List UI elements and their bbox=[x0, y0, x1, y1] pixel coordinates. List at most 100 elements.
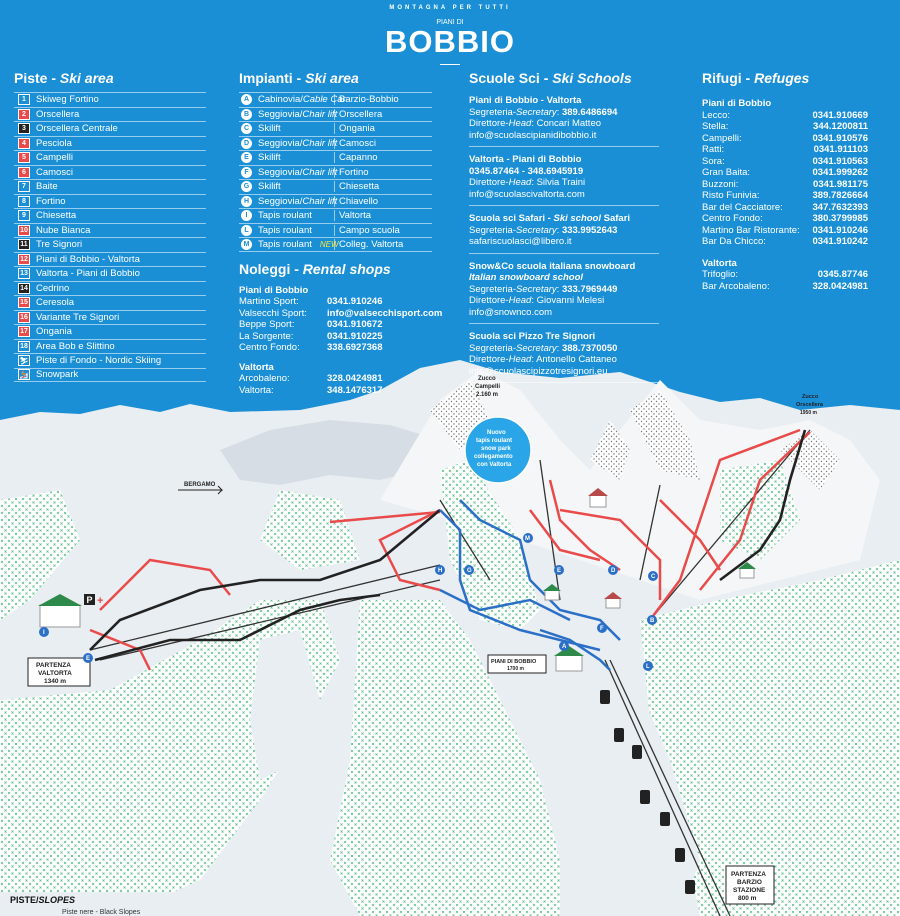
contact-value: 380.3799985 bbox=[812, 213, 868, 224]
school-title: Piani di Bobbio - Valtorta bbox=[469, 95, 582, 106]
school-line: info@scuolascipizzotresignori.eu bbox=[469, 365, 608, 377]
contact-row: Stella: 344.1200811 bbox=[702, 121, 868, 133]
noleggi-heading: Noleggi - Rental shops bbox=[239, 260, 391, 277]
svg-text:1700 m: 1700 m bbox=[507, 666, 525, 672]
svg-text:snow park: snow park bbox=[481, 446, 511, 452]
school-subtitle: Italian snowboard school bbox=[469, 272, 584, 283]
svg-text:PARTENZA: PARTENZA bbox=[36, 662, 71, 669]
black-pistes bbox=[89, 429, 807, 662]
bergamo-arrow-icon bbox=[178, 485, 224, 495]
lift-code-badge: C bbox=[241, 123, 252, 135]
contact-name: Risto Funivia: bbox=[702, 190, 760, 201]
lift-type: Seggiovia/Chair lift bbox=[258, 108, 338, 120]
parking-icon bbox=[84, 594, 95, 605]
piste-number-badge: 16 bbox=[18, 311, 30, 323]
piste-number-badge: 7 bbox=[18, 181, 30, 193]
piste-number-badge: 2 bbox=[18, 108, 30, 120]
lift-destination: Barzio-Bobbio bbox=[334, 94, 432, 106]
lift-code-badge: M bbox=[241, 238, 252, 250]
contact-name: Lecco: bbox=[702, 109, 730, 121]
peak-campelli-altitude: 2.160 m bbox=[476, 392, 498, 398]
svg-text:collegamento: collegamento bbox=[474, 454, 513, 460]
piste-number-badge: 1 bbox=[18, 94, 30, 106]
contact-name: Valsecchi Sport: bbox=[239, 307, 307, 319]
contact-row: Valtorta:348.1476317 bbox=[239, 385, 442, 397]
lift-destination: Campo scuola bbox=[334, 224, 432, 236]
school-line: Direttore-Head: Giovanni Melesi bbox=[469, 295, 605, 306]
rifugi-heading: Rifugi - Refuges bbox=[702, 70, 810, 86]
lift-code-badge: E bbox=[241, 152, 252, 164]
piste-label: Piste di Fondo - Nordic Skiing bbox=[36, 355, 162, 367]
contact-name: Gran Baita: bbox=[702, 167, 751, 178]
forest-left bbox=[0, 490, 80, 620]
contact-name: Buzzoni: bbox=[702, 178, 739, 190]
piste-row: ⛷Piste di Fondo - Nordic Skiing bbox=[14, 353, 206, 368]
piste-label: Ceresola bbox=[36, 297, 75, 309]
contact-row: Centro Fondo:338.6927368 bbox=[239, 342, 442, 354]
contact-value: 0341.999262 bbox=[812, 167, 868, 178]
lift-type: Seggiovia/Chair lift bbox=[258, 195, 338, 207]
piste-number-badge: 18 bbox=[18, 340, 30, 352]
forest-right bbox=[640, 560, 900, 916]
piste-label: Skiweg Fortino bbox=[36, 94, 99, 106]
contact-row: Bar Arcobaleno:328.0424981 bbox=[702, 281, 868, 293]
svg-text:con Valtorta: con Valtorta bbox=[477, 462, 512, 468]
peak-campelli-name: Campelli bbox=[475, 384, 500, 390]
contact-name: Martino Bar Ristorante: bbox=[702, 224, 800, 236]
piste-number-badge: 6 bbox=[18, 166, 30, 178]
school-line: Direttore-Head: Silvia Traini bbox=[469, 177, 586, 188]
contact-name: Beppe Sport: bbox=[239, 319, 295, 330]
svg-text:BARZIO: BARZIO bbox=[737, 879, 762, 886]
lift-destination: Ongania bbox=[334, 123, 432, 135]
piste-number-badge: 10 bbox=[18, 224, 30, 236]
contact-name: Stella: bbox=[702, 121, 729, 132]
piste-number-badge: 11 bbox=[18, 239, 30, 251]
svg-text:B: B bbox=[650, 618, 655, 624]
svg-text:E: E bbox=[86, 656, 90, 662]
contact-row: Beppe Sport:0341.910672 bbox=[239, 319, 442, 331]
piste-number-badge: 4 bbox=[18, 137, 30, 149]
lift-type: Seggiovia/Chair lift bbox=[258, 166, 338, 178]
contact-row: Sora:0341.910563 bbox=[702, 156, 868, 168]
piste-label: Pesciola bbox=[36, 137, 72, 149]
contact-value: 0345.87746 bbox=[817, 269, 868, 280]
contact-row: Risto Funivia: 389.7826664 bbox=[702, 190, 868, 202]
contact-value: 348.1476317 bbox=[327, 384, 383, 396]
contact-row: Bar Da Chicco:0341.910242 bbox=[702, 236, 868, 248]
piste-number-badge: 9 bbox=[18, 210, 30, 222]
school-line: Segreteria-Secretary: 333.7969449 bbox=[469, 283, 618, 295]
svg-text:M: M bbox=[525, 536, 530, 542]
school-line: Segreteria-Secretary: 388.7370050 bbox=[469, 342, 618, 354]
piste-row: 6 Camosci bbox=[14, 164, 206, 180]
contact-value: 0341.910225 bbox=[327, 330, 383, 342]
contact-name: Campelli: bbox=[702, 132, 742, 144]
piste-label: Fortino bbox=[36, 195, 66, 207]
piste-label: Camosci bbox=[36, 166, 73, 178]
rifugi-group-title: Valtorta bbox=[702, 257, 737, 269]
contact-value: 344.1200811 bbox=[813, 121, 868, 132]
contact-value: 0341.910246 bbox=[327, 296, 383, 307]
impianti-heading: Impianti - Ski area bbox=[239, 70, 359, 86]
contact-value: 0341.910246 bbox=[812, 224, 868, 236]
lift-type: Tapis roulant bbox=[258, 210, 312, 222]
lift-type: Seggiovia/Chair lift bbox=[258, 137, 338, 149]
piste-label: Baite bbox=[36, 181, 58, 193]
contact-value: 389.7826664 bbox=[812, 190, 868, 201]
piste-number-badge: 5 bbox=[18, 152, 30, 164]
contact-row: Trifoglio:0345.87746 bbox=[702, 269, 868, 281]
parking-label: P bbox=[87, 595, 93, 605]
noleggi-group-title: Valtorta bbox=[239, 361, 274, 373]
lift-destination: Camosci bbox=[334, 137, 432, 149]
